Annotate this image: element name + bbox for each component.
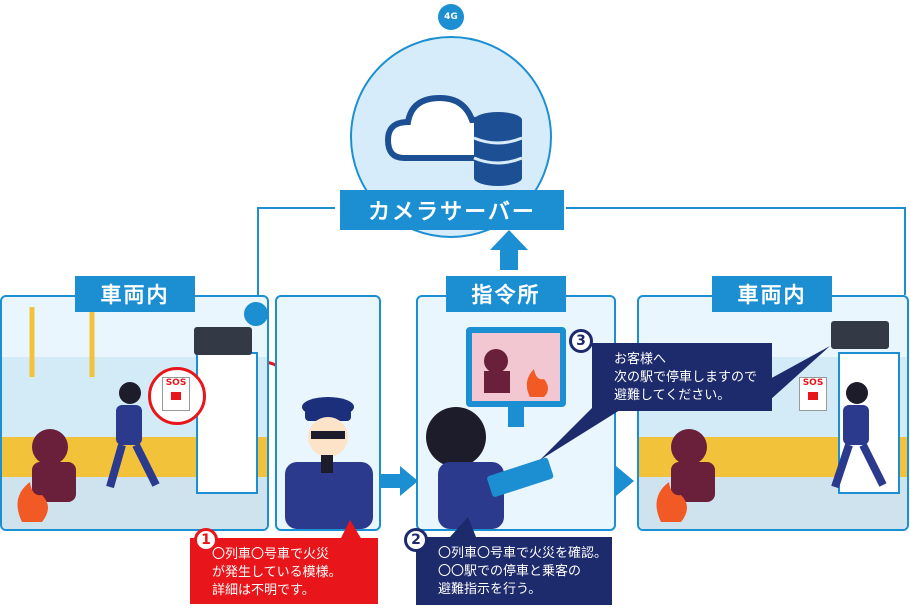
callout-1-number: 1	[194, 528, 218, 552]
sos-label-right: SOS	[802, 378, 824, 388]
callout-3-tails	[540, 346, 830, 460]
conductor-panel	[275, 295, 381, 531]
train-interior-illustration-right	[639, 321, 907, 529]
callout-1-line-1: 〇列車〇号車で火災	[212, 547, 330, 562]
callout-2-tail	[450, 517, 476, 537]
camera-server-label: カメラサーバー	[340, 190, 564, 230]
right-train-car-panel: SOS	[637, 295, 909, 531]
callout-3-number: 3	[569, 329, 593, 353]
4g-badge-label: 4G	[444, 12, 458, 22]
callout-2-line-3: 避難指示を行う。	[438, 582, 542, 597]
4g-signal-icon: 4G	[438, 4, 464, 30]
command-center-title: 指令所	[446, 276, 566, 312]
callout-1-tail	[340, 520, 362, 540]
callout-2-line-1: 〇列車〇号車で火災を確認。	[438, 546, 608, 561]
callout-3-line-1: お客様へ	[614, 352, 667, 367]
left-panel-title-text: 車両内	[100, 283, 170, 307]
conductor-illustration	[285, 397, 373, 529]
callout-3-number-text: 3	[576, 333, 586, 349]
cloud-database-icon	[384, 94, 523, 186]
sos-button-right: SOS	[799, 377, 827, 411]
callout-1-line-2: が発生している模様。	[212, 565, 342, 580]
callout-1-line-3: 詳細は不明です。	[212, 583, 315, 598]
train-interior-illustration	[2, 307, 267, 529]
callout-3-line-3: 避難してください。	[614, 388, 731, 403]
callout-fire-report: 〇列車〇号車で火災 が発生している模様。 詳細は不明です。	[190, 538, 378, 604]
callout-2-number: 2	[404, 528, 428, 552]
callout-2-number-text: 2	[411, 532, 421, 548]
callout-confirmation: 〇列車〇号車で火災を確認。 〇〇駅での停車と乗客の 避難指示を行う。	[416, 537, 612, 605]
left-train-car-panel: SOS	[0, 295, 269, 531]
right-panel-title-text: 車両内	[737, 283, 807, 307]
callout-announcement: お客様へ 次の駅で停車しますので 避難してください。	[592, 343, 772, 411]
callout-2-line-2: 〇〇駅での停車と乗客の	[438, 564, 582, 579]
4g-signal-icon-left	[244, 302, 268, 326]
operator-illustration	[426, 327, 566, 529]
sos-button: SOS	[162, 377, 190, 411]
command-center-title-text: 指令所	[471, 283, 541, 307]
sos-label-left: SOS	[165, 378, 187, 388]
callout-3-line-2: 次の駅で停車しますので	[614, 370, 758, 385]
left-panel-title: 車両内	[75, 276, 195, 312]
callout-1-number-text: 1	[201, 532, 211, 548]
right-panel-title: 車両内	[712, 276, 832, 312]
camera-server-text: カメラサーバー	[368, 200, 536, 225]
